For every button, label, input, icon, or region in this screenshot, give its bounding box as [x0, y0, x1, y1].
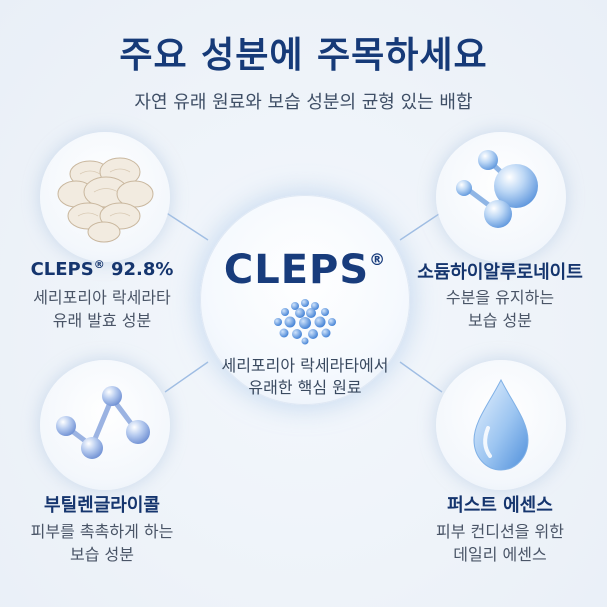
connector-bottom-right: [399, 361, 443, 393]
feature-title-first-essence: 퍼스트 에센스: [447, 495, 553, 516]
feature-title-hyaluronate: 소듐하이알루로네이트: [417, 262, 583, 283]
feature-desc-line2: 유래 발효 성분: [52, 311, 152, 330]
molecule-chain-icon-circle: [40, 360, 170, 490]
connector-top-right: [399, 211, 443, 241]
feature-title-cleps: CLEPS® 92.8%: [0, 258, 212, 280]
connector-top-left: [164, 211, 209, 241]
feature-desc-line2: 보습 성분: [468, 311, 532, 330]
feature-desc-line1: 피부 컨디션을 위한: [436, 522, 564, 541]
center-desc-line2: 유래한 핵심 원료: [248, 378, 362, 397]
page-title: 주요 성분에 주목하세요: [119, 35, 488, 76]
feature-desc-line2: 데일리 에센스: [453, 545, 547, 564]
feature-desc-line1: 세리포리아 락세라타: [33, 288, 171, 307]
mushroom-icon-circle: [40, 132, 170, 262]
feature-desc-first-essence: 피부 컨디션을 위한 데일리 에센스: [390, 520, 607, 566]
center-title-text: CLEPS: [223, 247, 370, 293]
molecule-icon-circle: [436, 132, 566, 262]
feature-desc-butylene-glycol: 피부를 촉촉하게 하는 보습 성분: [0, 520, 212, 566]
molecule-icon: [456, 150, 538, 228]
feature-title-cleps-percent: 92.8%: [104, 259, 174, 280]
feature-desc-line1: 피부를 촉촉하게 하는: [30, 522, 174, 541]
feature-title-cleps-name: CLEPS: [30, 259, 94, 280]
molecule-chain-icon: [56, 386, 150, 459]
center-ingredient: CLEPS® 세리포리아 락세라타에서 유래한 핵심 원료: [200, 195, 410, 405]
water-drop-icon: [473, 378, 529, 471]
page-subtitle: 자연 유래 원료와 보습 성분의 균형 있는 배합: [134, 92, 473, 113]
water-drop-icon-circle: [436, 360, 566, 490]
center-description: 세리포리아 락세라타에서 유래한 핵심 원료: [200, 355, 410, 399]
center-desc-line1: 세리포리아 락세라타에서: [221, 356, 389, 375]
feature-desc-line1: 수분을 유지하는: [445, 288, 555, 307]
registered-mark: ®: [93, 258, 105, 271]
particle-cluster-icon: [274, 299, 336, 345]
feature-desc-line2: 보습 성분: [70, 545, 134, 564]
feature-desc-cleps: 세리포리아 락세라타 유래 발효 성분: [0, 286, 212, 332]
feature-title-butylene-glycol: 부틸렌글라이콜: [44, 495, 160, 516]
registered-mark: ®: [369, 249, 387, 269]
center-title: CLEPS®: [200, 247, 410, 293]
connector-bottom-left: [164, 361, 209, 393]
mushroom-icon: [57, 157, 154, 243]
feature-desc-hyaluronate: 수분을 유지하는 보습 성분: [390, 286, 607, 332]
